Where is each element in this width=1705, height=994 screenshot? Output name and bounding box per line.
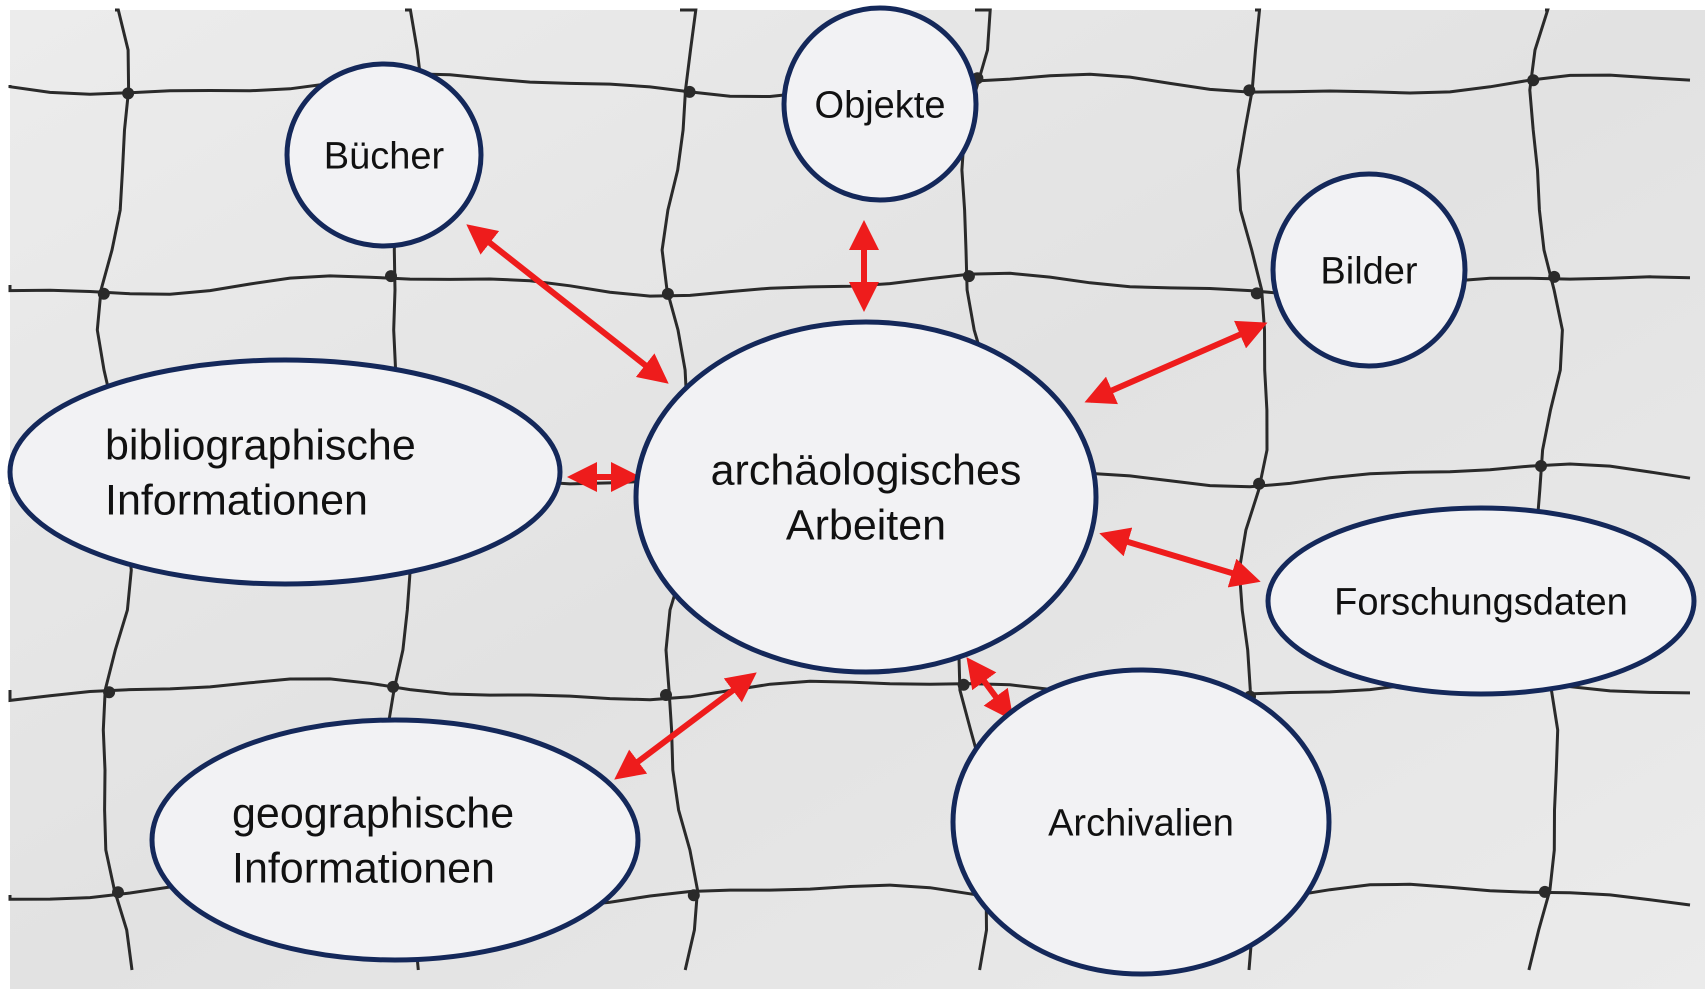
net-knot (1548, 270, 1561, 283)
edge-arrow-center-geo (614, 672, 757, 780)
net-knot (97, 287, 110, 300)
net-knot (660, 689, 672, 701)
edge-arrow-center-buecher (466, 224, 669, 384)
node-label-center-line-1: Arbeiten (786, 502, 946, 550)
node-label-buecher-line-0: Bücher (324, 135, 445, 177)
node-label-objekte-line-0: Objekte (815, 84, 946, 126)
node-label-center-line-0: archäologisches (711, 447, 1022, 495)
net-knot (387, 680, 400, 693)
net-knot (1250, 287, 1263, 300)
node-shape-bilder (1270, 171, 1468, 369)
node-shape-forschung (1265, 505, 1697, 697)
node-label-geo-line-0: geographische (232, 790, 514, 838)
node-shape-archiv (950, 667, 1332, 977)
net-knot (1243, 84, 1256, 97)
net-knot (962, 270, 975, 283)
node-label-biblio-line-1: Informationen (105, 477, 368, 525)
node-label-forschung-line-0: Forschungsdaten (1334, 581, 1628, 623)
node-shape-biblio (7, 357, 563, 587)
edge-layer (466, 220, 1268, 780)
net-knot (957, 678, 970, 691)
node-shape-buecher (284, 61, 484, 249)
net-knot (385, 270, 397, 283)
node-shape-center (633, 319, 1099, 675)
node-forschung: Forschungsdaten (1265, 505, 1697, 697)
net-knot (122, 87, 135, 100)
node-buecher: Bücher (284, 61, 484, 249)
edge-arrow-center-bilder (1084, 320, 1268, 405)
net-knot (1527, 74, 1540, 87)
net-knot (112, 886, 124, 899)
edge-arrow-center-forschung (1099, 527, 1261, 588)
net-knot (1538, 885, 1551, 898)
net-knot (661, 287, 674, 300)
node-shape-geo (149, 717, 641, 963)
node-archiv: Archivalien (950, 667, 1332, 977)
node-label-archiv-line-0: Archivalien (1048, 802, 1234, 844)
node-label-bilder-line-0: Bilder (1320, 250, 1417, 292)
net-knot (1253, 477, 1266, 490)
net-knot (1535, 460, 1547, 472)
node-objekte: Objekte (781, 5, 979, 203)
node-bilder: Bilder (1270, 171, 1468, 369)
net-knot (687, 889, 700, 902)
net-knot (683, 85, 696, 98)
net-knot (103, 686, 116, 699)
node-shape-objekte (781, 5, 979, 203)
edge-arrow-center-archiv (966, 657, 1014, 721)
node-label-biblio-line-0: bibliographische (105, 422, 416, 470)
node-label-geo-line-1: Informationen (232, 845, 495, 893)
